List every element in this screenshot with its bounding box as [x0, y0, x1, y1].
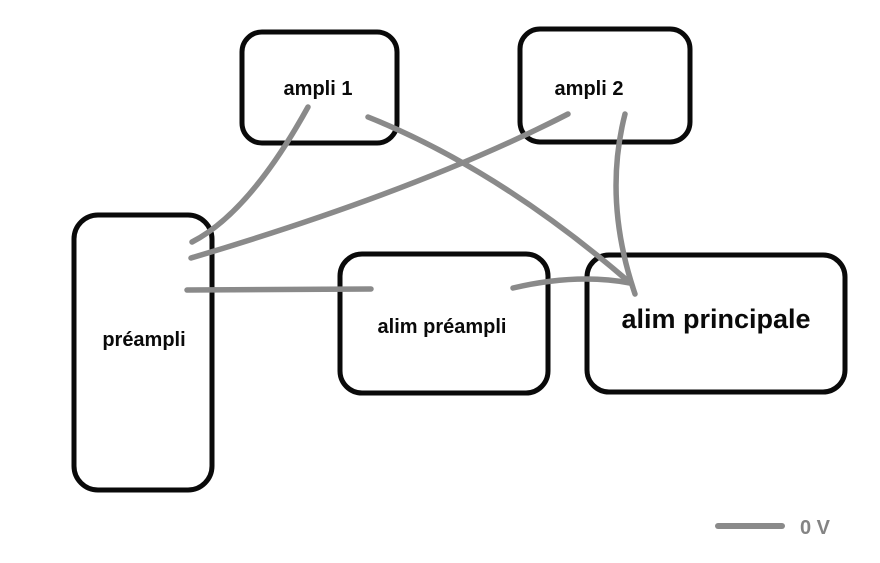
box-alim-principale	[584, 252, 848, 395]
label-preampli: préampli	[102, 329, 185, 351]
legend: 0 V	[715, 517, 831, 539]
wire-preampli-to-alim-preampli	[184, 286, 374, 293]
wire-ampli1-to-preampli	[189, 104, 311, 245]
label-ampli-2: ampli 2	[555, 78, 624, 100]
box-ampli-1	[239, 29, 400, 146]
label-alim-preampli: alim préampli	[378, 316, 507, 338]
wire-ampli2-to-alim-principale	[613, 111, 638, 297]
box-alim-preampli	[337, 251, 551, 396]
legend-label: 0 V	[800, 517, 831, 539]
wire-ampli2-to-preampli	[188, 111, 571, 261]
box-preampli	[71, 212, 215, 493]
label-alim-principale: alim principale	[621, 304, 810, 334]
wire-ampli1-to-alim-principale	[365, 114, 631, 284]
wire-alim-preampli-to-alim-principale	[510, 276, 633, 291]
label-ampli-1: ampli 1	[284, 78, 353, 100]
